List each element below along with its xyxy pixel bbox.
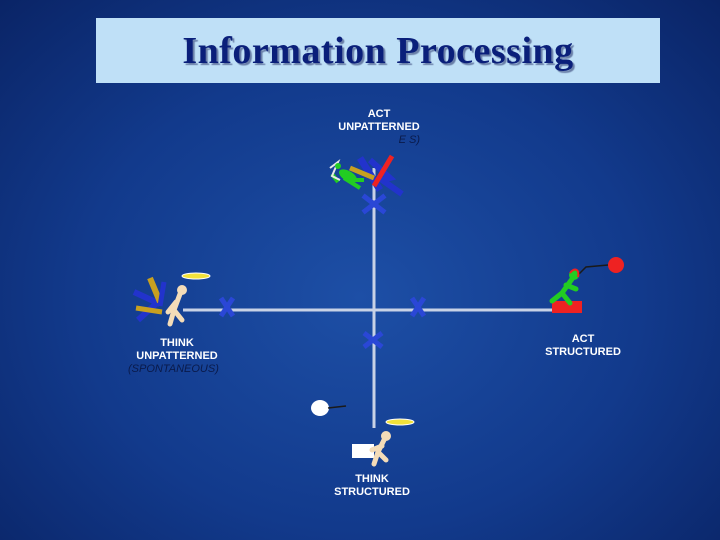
page-title: Information Processing — [182, 29, 574, 72]
act-unpatterned-label: ACT UNPATTERNED E S) — [330, 108, 428, 147]
title-box: Information Processing — [96, 18, 660, 83]
think-unpatterned-label: THINK UNPATTERNED (SPONTANEOUS) — [128, 337, 226, 376]
x-marker-icon — [362, 331, 384, 349]
thinking-figure-with-arrows-icon — [132, 272, 211, 327]
act-structured-label: ACT STRUCTURED — [538, 333, 628, 359]
act-unpatterned-line2: UNPATTERNED — [338, 121, 420, 133]
x-marker-icon — [361, 193, 387, 215]
act-unpatterned-note: E S) — [398, 134, 420, 146]
act-structured-line2: STRUCTURED — [545, 346, 621, 358]
act-unpatterned-line1: ACT — [367, 108, 391, 120]
running-figure-with-arrows-icon — [329, 154, 404, 197]
think-unpatterned-note: (SPONTANEOUS) — [128, 363, 219, 375]
thinking-figure-with-balloon-icon — [311, 400, 415, 467]
x-marker-icon — [409, 296, 427, 318]
running-figure-with-balloon-icon — [549, 257, 624, 313]
think-unpatterned-line2: UNPATTERNED — [136, 350, 218, 362]
x-marker-icon — [218, 296, 236, 318]
think-structured-line2: STRUCTURED — [334, 486, 410, 498]
act-structured-line1: ACT — [571, 333, 595, 345]
think-unpatterned-line1: THINK — [160, 337, 194, 349]
think-structured-line1: THINK — [355, 473, 389, 485]
think-structured-label: THINK STRUCTURED — [326, 473, 418, 499]
